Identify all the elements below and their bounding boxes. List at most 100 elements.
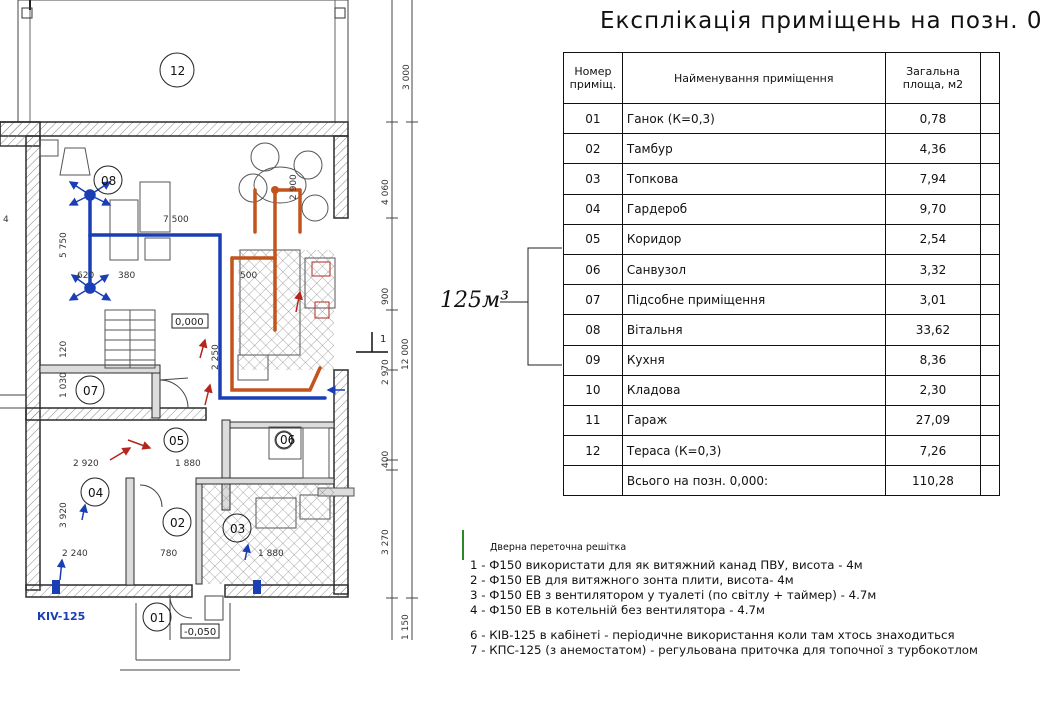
cell-extra (980, 314, 1000, 346)
cell-name: Санвузол (621, 253, 886, 286)
cell-name: Кладова (621, 374, 886, 406)
cell-num: 10 (563, 374, 623, 406)
note-line: 6 - КІВ-125 в кабінеті - періодичне вико… (470, 628, 955, 642)
handwritten-volume-note: 125м³ (440, 288, 510, 313)
dim-120: 120 (59, 341, 69, 358)
room-num-12: 12 (170, 64, 185, 78)
cell-area: 4,36 (884, 133, 982, 165)
header-number: Номер приміщ. (563, 52, 623, 104)
cell-area: 3,32 (884, 253, 982, 286)
garage-edge (0, 145, 26, 409)
cell-extra (980, 404, 1000, 437)
room-num-04: 04 (88, 486, 103, 500)
dim-12000: 12 000 (401, 338, 411, 370)
exhaust-duct (230, 188, 322, 392)
cell-extra (980, 133, 1000, 165)
room-num-05: 05 (169, 434, 184, 448)
dim-4060: 4 060 (381, 179, 391, 205)
cell-num: 06 (563, 253, 623, 286)
cell-name: Гардероб (621, 193, 886, 225)
kiv-label: КІV-125 (37, 610, 85, 623)
dim-500: 500 (240, 271, 257, 281)
level-porch: -0,050 (184, 627, 216, 638)
cell-name: Ганок (К=0,3) (621, 102, 886, 135)
dim-2250: 2 250 (211, 344, 221, 370)
section-mark (356, 332, 388, 353)
total-area: 110,28 (884, 465, 982, 497)
notes-gap (470, 618, 978, 628)
dim-2970: 2 970 (381, 359, 391, 385)
section-mark-label: 1 (380, 334, 386, 345)
dim-1880: 1 880 (175, 459, 201, 469)
cell-extra (980, 374, 1000, 406)
floor-plan: 0,000 -0,050 12 08 07 05 04 02 03 01 06 … (0, 0, 562, 671)
dim-1150: 1 150 (401, 614, 411, 640)
cell-num: 12 (563, 435, 623, 467)
kiv-valve-marker (52, 580, 60, 594)
cell-extra (980, 284, 1000, 316)
dim-780: 780 (160, 549, 177, 559)
note-line: 4 - Ф150 ЕВ в котельній без вентилятора … (470, 603, 765, 617)
dim-1030: 1 030 (59, 372, 69, 398)
cell-name: Підсобне приміщення (621, 284, 886, 316)
cell-name: Тераса (К=0,3) (621, 435, 886, 467)
supply-arrows (56, 181, 345, 581)
cell-area: 2,30 (884, 374, 982, 406)
room-num-01: 01 (150, 611, 165, 625)
dim-4: 4 (3, 215, 9, 225)
cell-num: 05 (563, 223, 623, 255)
volume-bracket (500, 247, 562, 366)
stairs (104, 309, 156, 369)
header-name: Найменування приміщення (621, 52, 886, 104)
cell-extra (980, 465, 1000, 497)
cell-num: 08 (563, 314, 623, 346)
cell-area: 27,09 (884, 404, 982, 437)
interior-walls (39, 364, 335, 586)
dim-900: 900 (381, 288, 391, 305)
notes-block: Дверна переточна решітка 1 - Ф150 викори… (470, 542, 978, 658)
header-extra (980, 52, 1000, 104)
room-num-06: 06 (280, 433, 295, 447)
dim-chain-right (386, 0, 418, 640)
cell-extra (980, 435, 1000, 467)
note-line: 3 - Ф150 ЕВ з вентилятором у туалеті (по… (470, 588, 877, 602)
cell-area: 8,36 (884, 344, 982, 376)
cell-area: 0,78 (884, 102, 982, 135)
cell-area: 9,70 (884, 193, 982, 225)
exterior-walls (0, 121, 349, 598)
cell-area: 3,01 (884, 284, 982, 316)
table-total-row: Всього на позн. 0,000:110,28 (563, 465, 1000, 497)
cell-area: 2,54 (884, 223, 982, 255)
cell-name: Коридор (621, 223, 886, 255)
table-title: Експлікація приміщень на позн. 0 (600, 8, 1043, 34)
dim-1880b: 1 880 (258, 549, 284, 559)
dim-5750: 5 750 (59, 232, 69, 258)
cell-name: Кухня (621, 344, 886, 376)
doors (139, 377, 224, 640)
dim-2900: 2 900 (289, 174, 299, 200)
cell-name: Гараж (621, 404, 886, 437)
dim-2240: 2 240 (62, 549, 88, 559)
level-main-box (171, 313, 209, 329)
kitchen-floor-hatch (238, 250, 334, 370)
note-line: 1 - Ф150 використати для як витяжний кан… (470, 558, 863, 572)
dim-380: 380 (118, 271, 135, 281)
dim-400: 400 (381, 451, 391, 468)
total-label: Всього на позн. 0,000: (621, 465, 886, 497)
cell-extra (980, 163, 1000, 195)
dim-3000: 3 000 (402, 64, 412, 90)
cell-extra (980, 223, 1000, 255)
cell-num: 03 (563, 163, 623, 195)
dim-620: 620 (77, 271, 94, 281)
cell-extra (980, 344, 1000, 376)
cell-num: 11 (563, 404, 623, 437)
